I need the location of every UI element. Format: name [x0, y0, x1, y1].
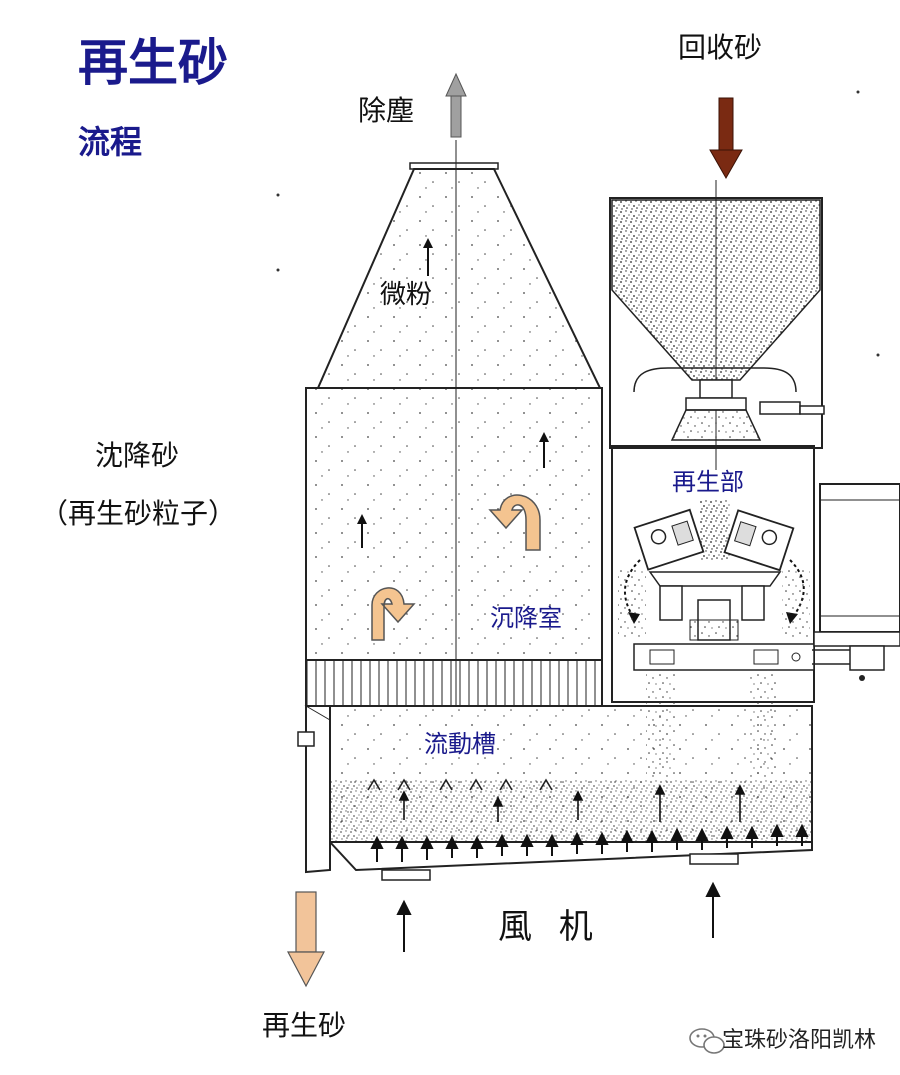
page-subtitle: 流程	[78, 123, 143, 161]
chamber-up-arrows	[357, 432, 549, 548]
trough-up-arrows	[398, 784, 746, 822]
settling-chamber-body	[305, 387, 603, 707]
swirl-arrow-right	[488, 494, 541, 551]
label-fine-powder: 微粉	[380, 280, 433, 310]
label-regenerated-sand: 再生砂	[262, 1009, 347, 1042]
label-settled-sand: 沈降砂	[95, 439, 180, 472]
watermark: 宝珠砂洛阳凯林	[680, 1022, 876, 1054]
swirl-arrow-left	[371, 587, 416, 641]
regeneration-unit-box	[611, 445, 815, 703]
label-settled-sand-note: （再生砂粒子）	[40, 497, 237, 530]
drive-motor	[812, 483, 900, 681]
page-title: 再生砂	[78, 34, 228, 92]
wechat-icon	[689, 1028, 725, 1054]
dust-hood-cone	[316, 140, 602, 389]
label-regeneration-unit: 再生部	[672, 468, 744, 496]
air-distribution-arrows	[370, 823, 809, 862]
recovered-sand-arrow	[709, 97, 743, 180]
label-fluidizing-trough: 流動槽	[424, 730, 496, 758]
margin-dots	[276, 90, 880, 357]
fine-powder-arrow	[423, 238, 433, 276]
label-fan: 風 机	[498, 907, 601, 947]
watermark-text: 宝珠砂洛阳凯林	[722, 1028, 877, 1053]
fan-air-arrows	[396, 881, 721, 952]
fluidizing-trough	[297, 705, 813, 881]
recovered-sand-hopper	[609, 180, 825, 470]
label-settling-chamber: 沉降室	[490, 604, 562, 632]
regenerated-sand-arrow	[287, 891, 325, 988]
dust-removal-arrow	[445, 72, 467, 138]
label-dust-removal: 除塵	[358, 94, 415, 127]
label-recovered-sand: 回收砂	[678, 31, 763, 64]
